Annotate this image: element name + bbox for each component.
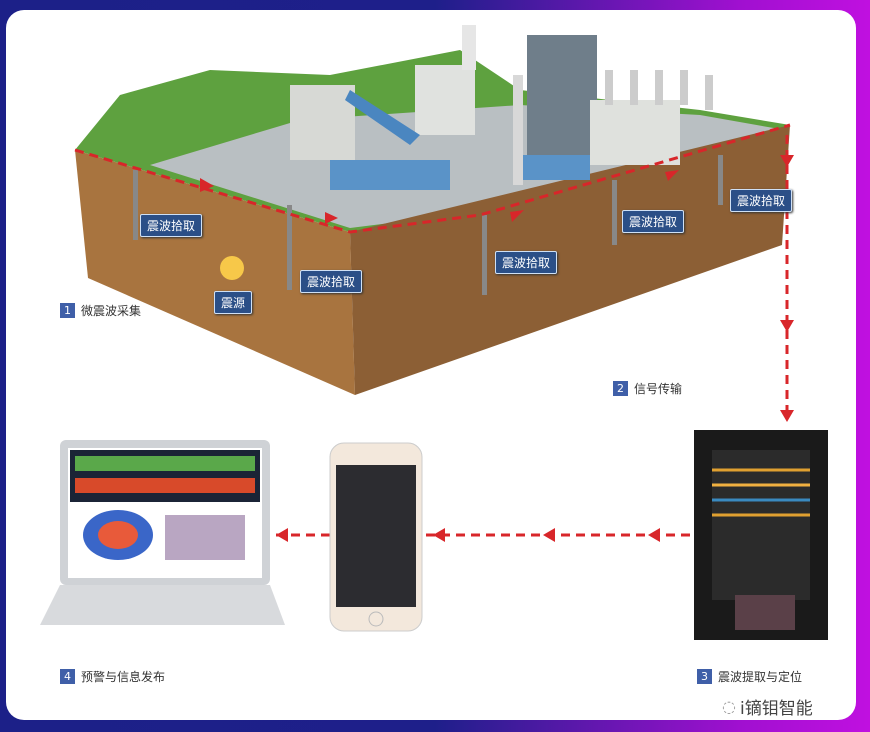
step-number: 1 — [60, 303, 75, 318]
server-rack-illustration — [694, 430, 828, 640]
source-label: 震源 — [214, 291, 253, 314]
pickup-label: 震波拾取 — [140, 214, 203, 237]
step-label: 微震波采集 — [81, 304, 142, 318]
step-4: 4 预警与信息发布 — [60, 668, 165, 685]
terrain-left-face — [75, 150, 355, 395]
pickup-label: 震波拾取 — [730, 189, 793, 212]
pickup-label: 震波拾取 — [622, 210, 685, 233]
diagram-graphics — [40, 25, 828, 640]
sensor-poles — [133, 155, 723, 295]
terrain-right-face — [350, 125, 790, 395]
step-number: 3 — [697, 669, 712, 684]
step-1: 1 微震波采集 — [60, 302, 141, 319]
factory-buildings — [290, 25, 713, 190]
watermark-text: i镝钼智能 — [739, 699, 813, 719]
laptop-illustration — [40, 440, 285, 625]
pickup-label: 震波拾取 — [300, 270, 363, 293]
wechat-icon: ◌ — [722, 697, 736, 716]
step-number: 4 — [60, 669, 75, 684]
pickup-label: 震波拾取 — [495, 251, 558, 274]
arrowheads — [200, 155, 794, 542]
step-label: 信号传输 — [634, 382, 683, 396]
seismic-source-burst — [220, 256, 244, 280]
step-label: 预警与信息发布 — [81, 670, 166, 684]
step-2: 2 信号传输 — [613, 380, 682, 397]
watermark: ◌i镝钼智能 — [722, 694, 813, 719]
step-label: 震波提取与定位 — [718, 670, 803, 684]
phone-illustration — [329, 442, 423, 632]
diagram-card: 震波拾取 震波拾取 震波拾取 震波拾取 震波拾取 震源 1 微震波采集 2 信号传输… — [6, 10, 856, 720]
step-3: 3 震波提取与定位 — [697, 668, 802, 685]
step-number: 2 — [613, 381, 628, 396]
